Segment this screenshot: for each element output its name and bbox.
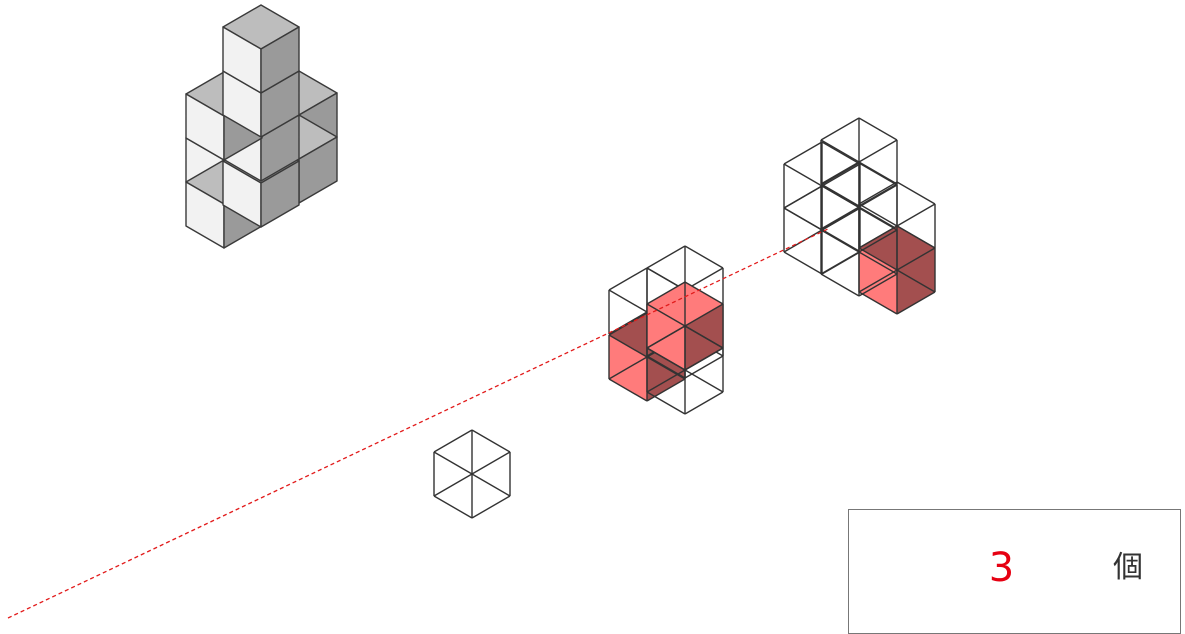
cube-edge <box>608 378 648 402</box>
cube-edge <box>820 184 860 208</box>
cube-edge <box>820 161 860 185</box>
cube-edge <box>433 495 473 519</box>
reference-solid-structure <box>185 4 338 249</box>
cube-edge <box>896 247 936 271</box>
cube-edge <box>684 281 724 305</box>
cube-edge <box>820 183 860 207</box>
cube-edge <box>858 183 898 207</box>
cube-edge <box>646 281 686 305</box>
cube-edge <box>858 225 898 249</box>
cube-edge <box>858 269 898 293</box>
cube-edge <box>896 291 936 315</box>
cube-edge <box>471 473 511 497</box>
cube-edge <box>858 207 898 231</box>
cube-edge <box>783 207 823 231</box>
cube-right-face-4 <box>260 160 300 228</box>
cube-edge <box>820 162 860 186</box>
cube-edge <box>433 473 473 497</box>
cube-edge <box>783 163 823 187</box>
cube-edge <box>783 251 823 275</box>
answer-unit: 個 <box>1113 550 1143 585</box>
cube-edge <box>646 245 686 269</box>
cube-edge <box>858 181 898 205</box>
cube-edge <box>820 251 860 275</box>
cube-edge <box>471 429 511 453</box>
cube-edge <box>608 267 648 291</box>
cube-edge <box>646 303 686 327</box>
cube-edge <box>608 356 648 380</box>
unit-cube-outline <box>433 429 511 519</box>
cube-edge <box>858 203 898 227</box>
cube-edge <box>646 356 686 380</box>
cube-edge <box>858 206 898 230</box>
cube-edge <box>820 228 860 252</box>
cube-edge <box>646 369 686 393</box>
cube-edge <box>646 325 686 349</box>
cube-edge <box>684 325 724 349</box>
cube-edge <box>433 451 473 475</box>
wireframe-structures <box>608 117 936 415</box>
cube-edge <box>896 181 936 205</box>
cube-edge <box>858 184 898 208</box>
cube-edge <box>858 117 898 141</box>
answer-value: 3 <box>988 545 1015 591</box>
cube-edge <box>820 273 860 297</box>
cube-edge <box>471 495 511 519</box>
cube-edge <box>684 303 724 327</box>
cube-edge <box>820 206 860 230</box>
cube-edge <box>684 369 724 393</box>
cube-edge <box>896 203 936 227</box>
cube-edge <box>820 139 860 163</box>
cube-edge <box>608 289 648 313</box>
cube-edge <box>608 334 648 358</box>
wireframe-cube-right-2 <box>820 117 898 207</box>
wireframe-cube-unit <box>433 429 511 519</box>
cube-edge <box>858 139 898 163</box>
cube-edge <box>820 207 860 231</box>
cube-edge <box>433 429 473 453</box>
cube-edge <box>896 225 936 249</box>
wireframe-cube-right-6 <box>820 207 898 297</box>
cube-edge <box>858 161 898 185</box>
cube-edge <box>858 162 898 186</box>
wireframe-cube-mid-5 <box>646 325 724 415</box>
cube-edge <box>821 163 861 187</box>
cube-edge <box>821 141 861 165</box>
answer-box: 3 個 <box>848 509 1181 634</box>
cube-edge <box>820 229 860 253</box>
cube-right-face-8 <box>260 26 300 94</box>
cube-edge <box>858 291 898 315</box>
sight-line <box>7 227 831 619</box>
cube-edge <box>646 347 686 371</box>
cube-edge <box>783 229 823 253</box>
cube-edge <box>684 391 724 415</box>
cube-edge <box>471 451 511 475</box>
cube-edge <box>858 247 898 271</box>
cube-edge <box>896 269 936 293</box>
cube-edge <box>783 141 823 165</box>
cube-edge <box>858 229 898 253</box>
cube-edge <box>783 185 823 209</box>
cube-edge <box>646 391 686 415</box>
cube-edge <box>820 117 860 141</box>
cube-edge <box>646 378 686 402</box>
cube-edge <box>684 347 724 371</box>
cube-edge <box>858 273 898 297</box>
cube-edge <box>684 245 724 269</box>
cube-edge <box>858 251 898 275</box>
